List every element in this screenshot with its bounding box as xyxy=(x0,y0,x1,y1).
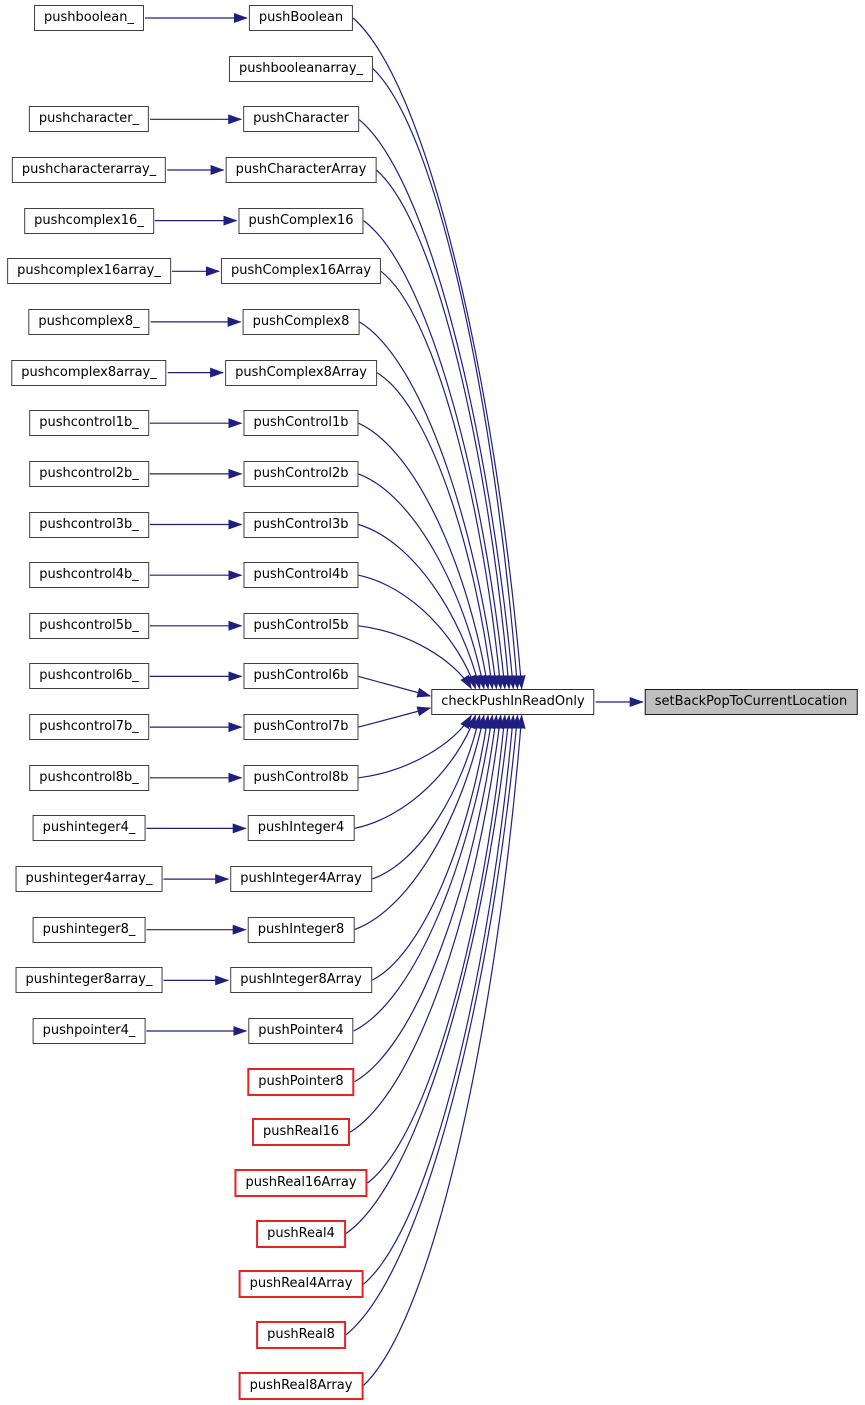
node-pushcomplex8_[interactable]: pushcomplex8_ xyxy=(28,308,150,335)
node-pushInteger4Array[interactable]: pushInteger4Array xyxy=(230,866,372,893)
node-pushReal4[interactable]: pushReal4 xyxy=(256,1219,346,1248)
node-pushControl8b[interactable]: pushControl8b xyxy=(243,764,359,791)
call-edge xyxy=(358,675,432,698)
node-pushReal16[interactable]: pushReal16 xyxy=(251,1118,351,1147)
node-pushcharacter_[interactable]: pushcharacter_ xyxy=(28,106,150,133)
node-pushcomplex8array_[interactable]: pushcomplex8array_ xyxy=(11,359,167,386)
call-edge xyxy=(358,422,491,690)
call-edge xyxy=(380,270,505,690)
node-pushReal8Array[interactable]: pushReal8Array xyxy=(238,1371,364,1400)
node-pushInteger8[interactable]: pushInteger8 xyxy=(247,916,355,943)
call-edge xyxy=(358,473,487,690)
node-pushBoolean[interactable]: pushBoolean xyxy=(248,5,354,31)
call-edge xyxy=(363,220,509,690)
node-pushComplex16[interactable]: pushComplex16 xyxy=(238,207,364,234)
call-edge xyxy=(345,714,522,1336)
node-pushControl4b[interactable]: pushControl4b xyxy=(243,562,359,589)
node-pushcomplex16_[interactable]: pushcomplex16_ xyxy=(24,207,154,234)
call-edge xyxy=(358,118,518,690)
node-pushControl2b[interactable]: pushControl2b xyxy=(243,460,359,487)
node-pushboolean_[interactable]: pushboolean_ xyxy=(34,5,144,31)
call-edge xyxy=(359,321,500,690)
node-pushControl3b[interactable]: pushControl3b xyxy=(243,511,359,538)
node-pushControl5b[interactable]: pushControl5b xyxy=(243,612,359,639)
node-pushComplex16Array[interactable]: pushComplex16Array xyxy=(220,258,382,285)
node-pushPointer8[interactable]: pushPointer8 xyxy=(247,1067,355,1096)
node-pushCharacter[interactable]: pushCharacter xyxy=(243,106,359,133)
call-edge xyxy=(353,714,496,1032)
node-pushInteger4[interactable]: pushInteger4 xyxy=(247,815,355,842)
node-pushcharacterarray_[interactable]: pushcharacterarray_ xyxy=(11,156,167,183)
call-edge xyxy=(349,714,505,1133)
node-pushcontrol1b_[interactable]: pushcontrol1b_ xyxy=(29,410,149,437)
node-pushReal8[interactable]: pushReal8 xyxy=(256,1320,346,1349)
node-pushcontrol4b_[interactable]: pushcontrol4b_ xyxy=(29,562,149,589)
call-edge xyxy=(376,169,513,690)
node-pushPointer4[interactable]: pushPointer4 xyxy=(248,1018,354,1044)
node-pushControl1b[interactable]: pushControl1b xyxy=(243,410,359,437)
node-pushcomplex16array_[interactable]: pushcomplex16array_ xyxy=(7,258,171,285)
node-pushpointer4_[interactable]: pushpointer4_ xyxy=(32,1018,146,1044)
call-edge xyxy=(372,68,522,690)
call-edge xyxy=(371,714,492,981)
call-edge xyxy=(367,714,509,1184)
call-edge xyxy=(354,714,477,829)
node-pushcontrol5b_[interactable]: pushcontrol5b_ xyxy=(29,612,149,639)
node-pushinteger8array_[interactable]: pushinteger8array_ xyxy=(15,967,163,994)
node-pushComplex8Array[interactable]: pushComplex8Array xyxy=(225,359,377,386)
call-edge xyxy=(376,372,496,690)
call-edge xyxy=(354,714,500,1083)
call-edge xyxy=(358,625,472,690)
call-edge xyxy=(371,714,482,880)
call-edge xyxy=(345,714,513,1235)
node-pushcontrol3b_[interactable]: pushcontrol3b_ xyxy=(29,511,149,538)
node-pushcontrol8b_[interactable]: pushcontrol8b_ xyxy=(29,764,149,791)
node-pushcontrol2b_[interactable]: pushcontrol2b_ xyxy=(29,460,149,487)
node-pushControl7b[interactable]: pushControl7b xyxy=(243,714,359,741)
node-pushCharacterArray[interactable]: pushCharacterArray xyxy=(225,156,377,183)
node-pushinteger8_[interactable]: pushinteger8_ xyxy=(32,916,146,943)
node-pushComplex8[interactable]: pushComplex8 xyxy=(242,308,360,335)
node-pushReal4Array[interactable]: pushReal4Array xyxy=(238,1270,364,1299)
node-pushinteger4array_[interactable]: pushinteger4array_ xyxy=(15,866,163,893)
node-pushbooleanarray_[interactable]: pushbooleanarray_ xyxy=(228,55,374,82)
call-edge xyxy=(358,706,432,728)
node-pushcontrol6b_[interactable]: pushcontrol6b_ xyxy=(29,663,149,690)
node-pushControl6b[interactable]: pushControl6b xyxy=(243,663,359,690)
node-pushInteger8Array[interactable]: pushInteger8Array xyxy=(230,967,372,994)
call-edge xyxy=(358,523,482,690)
node-pushcontrol7b_[interactable]: pushcontrol7b_ xyxy=(29,714,149,741)
node-checkPushInReadOnly[interactable]: checkPushInReadOnly xyxy=(431,689,595,715)
node-setBackPopToCurrentLocation[interactable]: setBackPopToCurrentLocation xyxy=(644,689,858,715)
call-edge xyxy=(362,714,526,1387)
node-pushReal16Array[interactable]: pushReal16Array xyxy=(234,1168,368,1197)
call-edge xyxy=(352,17,526,690)
call-edge xyxy=(363,714,518,1285)
call-edge xyxy=(354,714,487,931)
call-edge xyxy=(358,714,472,779)
node-pushinteger4_[interactable]: pushinteger4_ xyxy=(32,815,146,842)
call-edge xyxy=(358,574,477,690)
